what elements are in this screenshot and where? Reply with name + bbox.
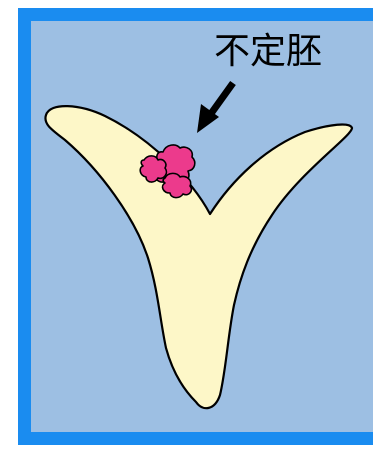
- plant-explant: [45, 106, 352, 408]
- embryo-label: 不定胚: [214, 32, 322, 72]
- pointer-arrow: [197, 83, 233, 133]
